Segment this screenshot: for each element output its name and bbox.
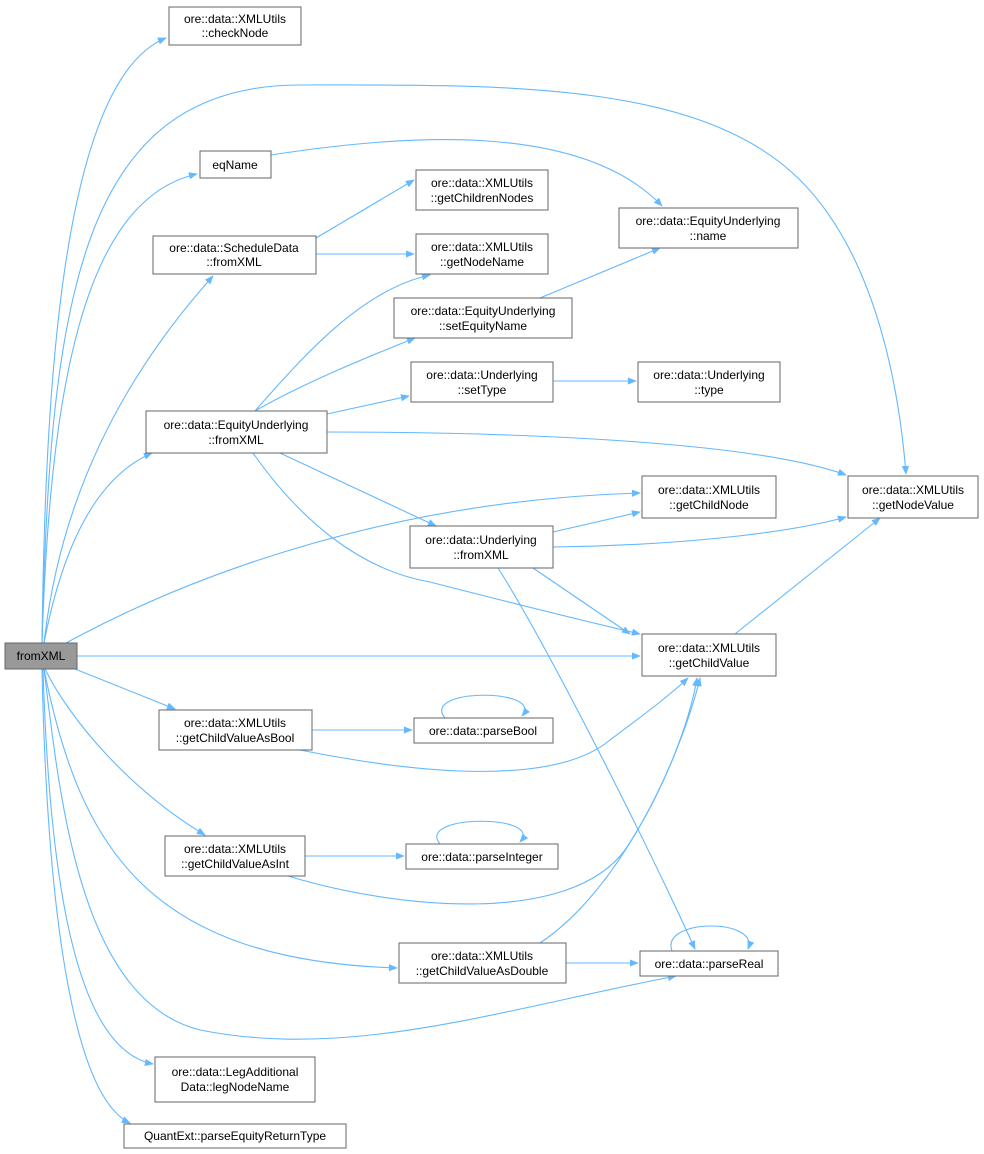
edge-fromxml-asdouble: [43, 668, 398, 972]
node-parseequityreturntype[interactable]: QuantExt::parseEquityReturnType: [123, 1123, 347, 1149]
svg-text:::fromXML: ::fromXML: [453, 548, 509, 562]
svg-text:::getChildValueAsDouble: ::getChildValueAsDouble: [416, 964, 549, 978]
svg-text:QuantExt::parseEquityReturnTyp: QuantExt::parseEquityReturnType: [144, 1129, 326, 1143]
svg-text:ore::data::Underlying: ore::data::Underlying: [653, 368, 764, 382]
svg-text:::getNodeValue: ::getNodeValue: [872, 498, 954, 512]
node-legnodename[interactable]: ore::data::LegAdditional Data::legNodeNa…: [154, 1056, 316, 1103]
edge-fromxml-checknode: [41, 37, 167, 644]
edge-asdouble-getchildvalue: [539, 677, 702, 944]
edge-asbool-getchildvalue: [299, 677, 689, 772]
edge-underlying-getchildvalue: [532, 567, 631, 635]
node-fromxml-root[interactable]: fromXML: [4, 642, 78, 670]
node-parseinteger[interactable]: ore::data::parseInteger: [405, 843, 559, 870]
svg-text:ore::data::EquityUnderlying: ore::data::EquityUnderlying: [164, 418, 309, 432]
svg-text:ore::data::XMLUtils: ore::data::XMLUtils: [431, 240, 533, 254]
node-settype[interactable]: ore::data::Underlying ::setType: [410, 361, 554, 403]
edges: [41, 37, 909, 1124]
edge-underlying-getnodevalue: [552, 515, 847, 548]
edge-parsereal-self: [670, 925, 755, 952]
node-eqname[interactable]: eqName: [199, 150, 272, 179]
node-scheduledata-fromxml[interactable]: ore::data::ScheduleData ::fromXML: [152, 235, 317, 275]
svg-text:ore::data::parseReal: ore::data::parseReal: [655, 957, 764, 971]
svg-text:::fromXML: ::fromXML: [208, 433, 264, 447]
edge-underlying-getchildnode: [552, 510, 641, 533]
nodes: fromXML ore::data::XMLUtils ::checkNode …: [4, 6, 979, 1149]
svg-text:ore::data::XMLUtils: ore::data::XMLUtils: [184, 716, 286, 730]
svg-text:ore::data::EquityUnderlying: ore::data::EquityUnderlying: [411, 304, 556, 318]
svg-text:::fromXML: ::fromXML: [206, 255, 262, 269]
svg-text:::name: ::name: [690, 229, 727, 243]
node-getchildnode[interactable]: ore::data::XMLUtils ::getChildNode: [641, 475, 777, 519]
svg-text:ore::data::Underlying: ore::data::Underlying: [426, 368, 537, 382]
svg-text:ore::data::XMLUtils: ore::data::XMLUtils: [184, 12, 286, 26]
edge-fromxml-eqname: [41, 172, 198, 644]
edge-equnder-setequityname: [254, 337, 416, 412]
svg-text:ore::data::XMLUtils: ore::data::XMLUtils: [658, 641, 760, 655]
svg-text:Data::legNodeName: Data::legNodeName: [181, 1080, 290, 1094]
edge-fromxml-equityunderlying: [43, 452, 153, 644]
svg-text:eqName: eqName: [212, 158, 258, 172]
node-getchildrennodes[interactable]: ore::data::XMLUtils ::getChildrenNodes: [415, 169, 549, 211]
node-underlying-type[interactable]: ore::data::Underlying ::type: [637, 361, 781, 403]
node-getchildvalue[interactable]: ore::data::XMLUtils ::getChildValue: [641, 633, 777, 677]
edge-fromxml-getnodevalue: [41, 84, 909, 644]
node-getchildvalueasdouble[interactable]: ore::data::XMLUtils ::getChildValueAsDou…: [398, 942, 567, 984]
node-underlying-fromxml[interactable]: ore::data::Underlying ::fromXML: [409, 525, 554, 569]
node-setequityname[interactable]: ore::data::EquityUnderlying ::setEquityN…: [393, 297, 573, 339]
svg-text:::checkNode: ::checkNode: [202, 26, 269, 40]
edge-fromxml-legnodename: [42, 668, 154, 1066]
node-getchildvalueasbool[interactable]: ore::data::XMLUtils ::getChildValueAsBoo…: [158, 709, 313, 751]
edge-equnder-getnodevalue: [326, 431, 847, 476]
node-getnodename[interactable]: ore::data::XMLUtils ::getNodeName: [415, 233, 549, 275]
svg-text:ore::data::parseBool: ore::data::parseBool: [429, 724, 537, 738]
svg-text:::getNodeName: ::getNodeName: [440, 255, 524, 269]
edge-parsebool-self: [441, 694, 530, 719]
node-getchildvalueasint[interactable]: ore::data::XMLUtils ::getChildValueAsInt: [164, 835, 306, 877]
svg-text:ore::data::Underlying: ore::data::Underlying: [425, 533, 536, 547]
edge-equnder-settype: [326, 394, 410, 415]
edge-equnder-underlyingfromxml: [279, 452, 437, 527]
node-checknode[interactable]: ore::data::XMLUtils ::checkNode: [168, 6, 302, 46]
node-parsereal[interactable]: ore::data::parseReal: [639, 950, 779, 977]
svg-text:::getChildNode: ::getChildNode: [669, 498, 749, 512]
edge-fromxml-parseequityreturntype: [41, 668, 131, 1124]
edge-parseinteger-self: [436, 820, 529, 845]
svg-text:ore::data::EquityUnderlying: ore::data::EquityUnderlying: [636, 214, 781, 228]
edge-equnder-getchildvalue: [252, 452, 641, 636]
svg-text:ore::data::ScheduleData: ore::data::ScheduleData: [169, 241, 299, 255]
node-getnodevalue[interactable]: ore::data::XMLUtils ::getNodeValue: [847, 475, 979, 519]
svg-text:ore::data::parseInteger: ore::data::parseInteger: [421, 850, 542, 864]
svg-text:ore::data::XMLUtils: ore::data::XMLUtils: [431, 176, 533, 190]
edge-fromxml-scheduledata: [43, 275, 214, 644]
edge-fromxml-asint: [44, 668, 206, 836]
edge-equnder-getnodename: [254, 273, 431, 412]
svg-text:ore::data::XMLUtils: ore::data::XMLUtils: [862, 483, 964, 497]
svg-text:ore::data::XMLUtils: ore::data::XMLUtils: [184, 842, 286, 856]
edge-fromxml-parsereal: [43, 668, 677, 1040]
svg-text:::getChildrenNodes: ::getChildrenNodes: [431, 191, 534, 205]
edge-fromxml-getchildnode: [65, 489, 641, 644]
node-equityunderlying-fromxml[interactable]: ore::data::EquityUnderlying ::fromXML: [145, 410, 328, 454]
svg-text:ore::data::XMLUtils: ore::data::XMLUtils: [658, 483, 760, 497]
edge-asint-getchildvalue: [287, 677, 700, 905]
edge-eqname-name: [270, 139, 663, 207]
svg-text:::getChildValueAsBool: ::getChildValueAsBool: [176, 731, 295, 745]
edge-getchildvalue-getnodevalue: [734, 517, 881, 635]
svg-text:ore::data::XMLUtils: ore::data::XMLUtils: [431, 949, 533, 963]
node-parsebool[interactable]: ore::data::parseBool: [413, 717, 554, 744]
svg-text:::type: ::type: [694, 383, 724, 397]
edge-underlying-parsereal: [497, 567, 696, 950]
svg-text:ore::data::LegAdditional: ore::data::LegAdditional: [172, 1065, 299, 1079]
svg-text:fromXML: fromXML: [17, 649, 66, 663]
svg-text:::setEquityName: ::setEquityName: [439, 319, 527, 333]
edge-setequityname-name: [539, 247, 661, 299]
edge-schedule-getchildrennodes: [315, 179, 415, 239]
svg-text:::getChildValue: ::getChildValue: [669, 656, 750, 670]
node-equityunderlying-name[interactable]: ore::data::EquityUnderlying ::name: [618, 207, 799, 249]
svg-text:::getChildValueAsInt: ::getChildValueAsInt: [181, 857, 290, 871]
svg-text:::setType: ::setType: [458, 383, 507, 397]
edge-fromxml-asbool: [74, 668, 176, 710]
